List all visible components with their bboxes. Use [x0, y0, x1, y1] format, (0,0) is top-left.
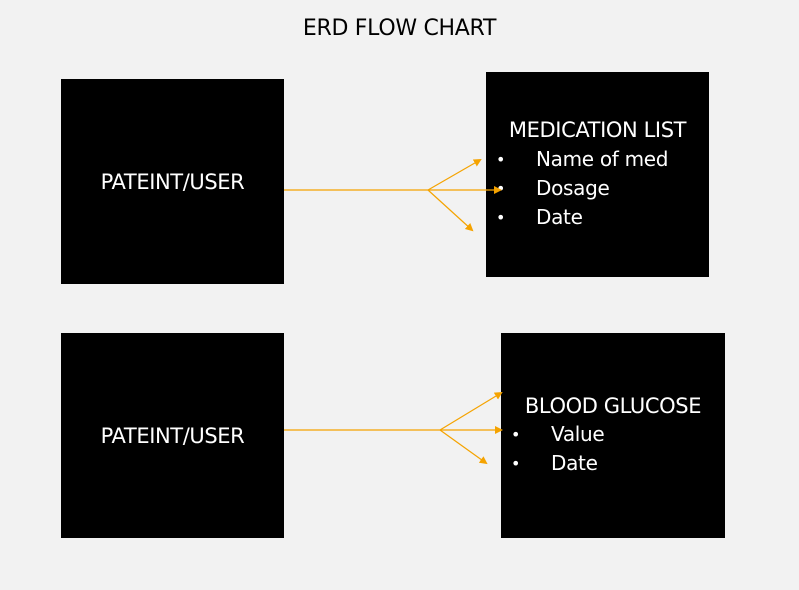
- diagram-title: ERD FLOW CHART: [302, 16, 497, 41]
- connector-branch-down: [439, 429, 488, 465]
- attribute-item: •Value: [511, 420, 605, 449]
- patient-user-label: PATEINT/USER: [100, 423, 245, 448]
- blood-glucose-title: BLOOD GLUCOSE: [524, 394, 702, 418]
- medication-list-title: MEDICATION LIST: [508, 118, 687, 142]
- connector-branch-up: [439, 391, 503, 431]
- bullet-icon: •: [496, 208, 506, 227]
- bullet-icon: •: [511, 454, 521, 473]
- bullet-icon: •: [511, 425, 521, 444]
- connector-row-1: [284, 159, 502, 232]
- attribute-item: •Name of med: [496, 145, 668, 174]
- bullet-icon: •: [496, 179, 506, 198]
- patient-user-box-2: PATEINT/USER: [61, 333, 284, 538]
- blood-glucose-attributes: •Value •Date: [511, 420, 605, 478]
- attribute-item: •Date: [496, 203, 668, 232]
- bullet-icon: •: [496, 150, 506, 169]
- medication-list-attributes: •Name of med •Dosage •Date: [496, 145, 668, 232]
- connector-branch-up: [427, 159, 482, 191]
- patient-user-label: PATEINT/USER: [100, 169, 245, 194]
- attribute-item: •Date: [511, 449, 604, 478]
- connector-row-2: [284, 391, 503, 465]
- attribute-item: •Dosage: [496, 174, 668, 203]
- connector-branch-down: [427, 189, 474, 232]
- blood-glucose-box: BLOOD GLUCOSE •Value •Date: [501, 333, 725, 538]
- medication-list-box: MEDICATION LIST •Name of med •Dosage •Da…: [486, 72, 709, 277]
- patient-user-box-1: PATEINT/USER: [61, 79, 284, 284]
